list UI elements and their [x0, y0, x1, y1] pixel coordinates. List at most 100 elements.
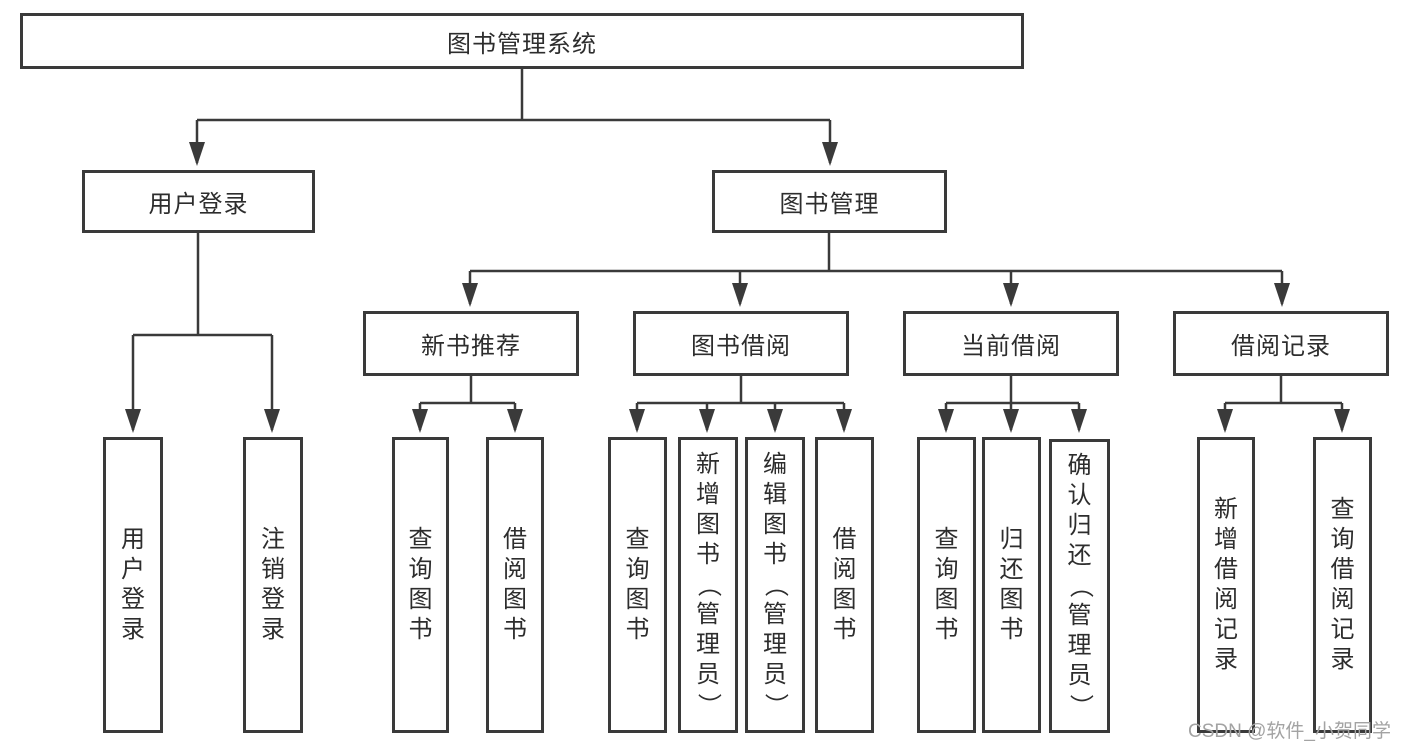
vertical-char: 阅	[832, 556, 857, 583]
vertical-char: 查	[1330, 496, 1355, 523]
vertical-char: 书	[763, 541, 787, 568]
vertical-char: 员	[763, 661, 787, 688]
vertical-char: ）	[695, 693, 722, 717]
vertical-char: 管	[1067, 602, 1092, 629]
vertical-char: 图	[625, 586, 650, 613]
leaf-borrow-edit-books-admin: 编辑图书 （ 管理员 ）	[745, 437, 805, 733]
vertical-char: 记	[1214, 616, 1238, 643]
node-user-login-label: 用户登录	[148, 191, 249, 218]
vertical-char: 登	[261, 586, 285, 613]
node-book-borrowing: 图书借阅	[633, 311, 849, 376]
vertical-char: 图	[763, 511, 787, 538]
vertical-char: 注	[261, 526, 285, 553]
vertical-char: 图	[934, 586, 959, 613]
vertical-char: 查	[625, 526, 650, 553]
vertical-char: 录	[1214, 646, 1238, 673]
vertical-char: 用	[121, 526, 145, 553]
vertical-char: 图	[503, 586, 527, 613]
vertical-char: （	[695, 573, 722, 597]
node-root: 图书管理系统	[20, 13, 1024, 69]
node-book-borrowing-label: 图书借阅	[691, 333, 791, 360]
csdn-watermark: CSDN @软件_小贺同学	[1188, 721, 1391, 742]
vertical-char: 新	[1214, 496, 1238, 523]
vertical-char: 借	[1214, 556, 1238, 583]
vertical-char: 借	[1330, 556, 1355, 583]
vertical-char: 记	[1330, 616, 1355, 643]
vertical-char: 员	[696, 661, 720, 688]
vertical-char: ）	[762, 693, 789, 717]
leaf-current-confirm-return-admin: 确认归还（管理员）	[1049, 439, 1110, 733]
vertical-char: 书	[832, 616, 857, 643]
vertical-char: 录	[261, 616, 285, 643]
vertical-char: 书	[625, 616, 650, 643]
vertical-char: 查	[934, 526, 959, 553]
vertical-char: 理	[763, 631, 787, 658]
node-borrowing-records-label: 借阅记录	[1231, 333, 1331, 360]
node-new-book-recommendation: 新书推荐	[363, 311, 579, 376]
node-book-management-label: 图书管理	[779, 191, 880, 218]
leaf-records-add-borrow-record: 新增借阅记录	[1197, 437, 1255, 733]
leaf-borrow-add-books-admin: 新增图书 （ 管理员 ）	[678, 437, 738, 733]
node-current-borrowing-label: 当前借阅	[961, 333, 1061, 360]
node-borrowing-records: 借阅记录	[1173, 311, 1389, 376]
vertical-char: 询	[408, 556, 433, 583]
vertical-char: 销	[261, 556, 285, 583]
leaf-user-login: 用户登录	[103, 437, 163, 733]
vertical-char: 户	[121, 556, 145, 583]
vertical-char: 图	[832, 586, 857, 613]
vertical-char: 阅	[1214, 586, 1238, 613]
leaf-current-query-books: 查询图书	[917, 437, 976, 733]
vertical-char: 理	[1067, 632, 1092, 659]
vertical-char: 登	[121, 586, 145, 613]
vertical-char: 录	[1330, 646, 1355, 673]
vertical-char: 理	[696, 631, 720, 658]
vertical-char: 阅	[503, 556, 527, 583]
vertical-char: 新	[696, 451, 720, 478]
leaf-recommend-query-books: 查询图书	[392, 437, 449, 733]
vertical-char: 管	[763, 601, 787, 628]
leaf-current-return-books: 归还图书	[982, 437, 1041, 733]
vertical-char: 录	[121, 616, 145, 643]
node-user-login: 用户登录	[82, 170, 315, 233]
vertical-char: 增	[1214, 526, 1238, 553]
vertical-char: 图	[999, 586, 1024, 613]
vertical-char: 书	[696, 541, 720, 568]
vertical-char: 编	[763, 451, 787, 478]
vertical-char: 阅	[1330, 586, 1355, 613]
vertical-char: 借	[832, 526, 857, 553]
leaf-records-query-borrow-record: 查询借阅记录	[1313, 437, 1372, 733]
leaf-borrow-query-books: 查询图书	[608, 437, 667, 733]
vertical-char: 书	[408, 616, 433, 643]
node-book-management: 图书管理	[712, 170, 947, 233]
vertical-char: 归	[999, 526, 1024, 553]
vertical-char: 认	[1067, 482, 1092, 509]
node-current-borrowing: 当前借阅	[903, 311, 1119, 376]
vertical-char: 确	[1067, 452, 1092, 479]
vertical-char: 还	[999, 556, 1024, 583]
leaf-recommend-borrow-books: 借阅图书	[486, 437, 544, 733]
node-root-label: 图书管理系统	[447, 30, 597, 58]
vertical-char: 还	[1067, 542, 1092, 569]
vertical-char: ）	[1066, 694, 1094, 718]
vertical-char: 询	[625, 556, 650, 583]
vertical-char: 借	[503, 526, 527, 553]
vertical-char: 增	[696, 481, 720, 508]
vertical-char: 书	[999, 616, 1024, 643]
vertical-char: 图	[696, 511, 720, 538]
vertical-char: 辑	[763, 481, 787, 508]
vertical-char: 书	[934, 616, 959, 643]
vertical-char: （	[762, 573, 789, 597]
vertical-char: 查	[408, 526, 433, 553]
vertical-char: （	[1066, 574, 1094, 598]
leaf-logout-login: 注销登录	[243, 437, 303, 733]
leaf-borrow-borrow-books: 借阅图书	[815, 437, 874, 733]
vertical-char: 图	[408, 586, 433, 613]
vertical-char: 员	[1067, 662, 1092, 689]
vertical-char: 询	[1330, 526, 1355, 553]
vertical-char: 询	[934, 556, 959, 583]
vertical-char: 管	[696, 601, 720, 628]
vertical-char: 书	[503, 616, 527, 643]
node-new-book-recommendation-label: 新书推荐	[421, 333, 521, 360]
